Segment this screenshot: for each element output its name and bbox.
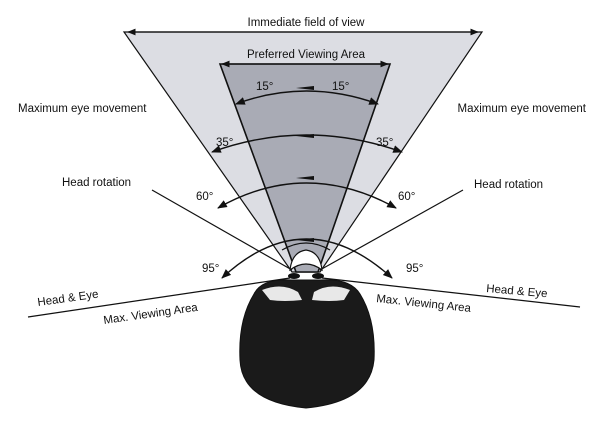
head-rotation-line-left xyxy=(151,189,293,271)
arc-inner-1 xyxy=(281,242,331,251)
angle-15-right: 15° xyxy=(332,81,349,93)
angle-95-left: 95° xyxy=(202,263,219,275)
max-viewing-label-right: Max. Viewing Area xyxy=(376,293,472,315)
angle-15-left: 15° xyxy=(256,81,273,93)
head-rotation-line-right xyxy=(319,189,464,271)
center-tick-60 xyxy=(296,176,314,180)
face-highlight xyxy=(262,286,302,301)
head-rotation-label-left: Head rotation xyxy=(62,177,131,189)
center-tick-35 xyxy=(296,134,314,138)
arc-15 xyxy=(235,90,379,105)
head-icon xyxy=(239,279,375,409)
max-viewing-label-left: Max. Viewing Area xyxy=(103,302,199,327)
angle-35-right: 35° xyxy=(376,137,393,149)
center-tick-15 xyxy=(296,86,314,90)
angle-35-left: 35° xyxy=(216,137,233,149)
eye-movement-label-left: Maximum eye movement xyxy=(18,103,147,115)
preferred-viewing-label: Preferred Viewing Area xyxy=(247,49,366,61)
left-eye-icon xyxy=(288,273,300,279)
head-eye-line-right xyxy=(321,277,581,308)
face-highlight-right xyxy=(312,286,350,301)
angle-95-right: 95° xyxy=(406,263,423,275)
eye-contour xyxy=(289,249,323,272)
angle-60-right: 60° xyxy=(398,191,415,203)
immediate-field-label: Immediate field of view xyxy=(248,17,366,29)
head-rotation-label-right: Head rotation xyxy=(474,179,543,191)
head-eye-label-left: Head & Eye xyxy=(37,289,99,309)
head-eye-label-right: Head & Eye xyxy=(486,283,548,300)
head-eye-line-left xyxy=(27,277,291,318)
eye-movement-label-right: Maximum eye movement xyxy=(458,103,587,115)
angle-60-left: 60° xyxy=(196,191,213,203)
arc-60 xyxy=(217,182,397,209)
center-tick-95 xyxy=(296,238,314,242)
right-eye-icon xyxy=(312,273,324,279)
